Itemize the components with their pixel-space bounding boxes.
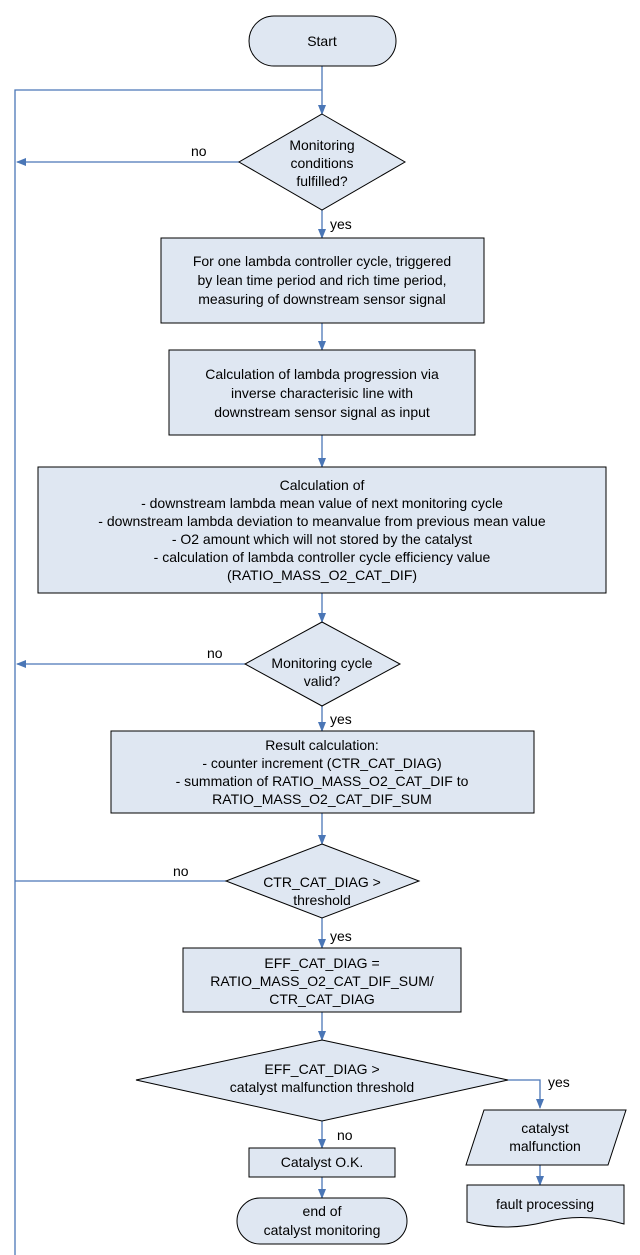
step-result-line-2: - counter increment (CTR_CAT_DIAG) [202, 755, 441, 771]
step-eff-line-3: CTR_CAT_DIAG [269, 991, 375, 1007]
step-catalyst-ok: Catalyst O.K. [248, 1147, 396, 1178]
step-result: Result calculation: - counter increment … [110, 730, 535, 814]
yes-label-3: yes [330, 928, 352, 944]
step-calc-line-6: (RATIO_MASS_O2_CAT_DIF) [227, 567, 417, 583]
decision-cycle-line-1: Monitoring cycle [271, 655, 372, 671]
step-result-line-1: Result calculation: [265, 737, 379, 753]
decision-ctr-line-2: threshold [293, 892, 351, 908]
decision-ctr-threshold: CTR_CAT_DIAG > threshold [224, 843, 421, 919]
decision-monitoring-line-1: Monitoring [289, 137, 354, 153]
step-result-line-3: - summation of RATIO_MASS_O2_CAT_DIF to [176, 773, 469, 789]
start-terminal: Start [248, 15, 397, 67]
step-eff-line-1: EFF_CAT_DIAG = [264, 955, 379, 971]
decision-monitoring-line-2: conditions [290, 155, 353, 171]
step-calc-line-3: - downstream lambda deviation to meanval… [98, 513, 546, 529]
step-measure-line-2: by lean time period and rich time period… [197, 272, 446, 288]
decision-eff-threshold: EFF_CAT_DIAG > catalyst malfunction thre… [135, 1039, 509, 1122]
decision-cycle-line-2: valid? [304, 673, 341, 689]
step-calc-line-1: Calculation of [280, 477, 365, 493]
start-label: Start [307, 33, 337, 49]
decision-cycle-valid: Monitoring cycle valid? [243, 621, 402, 707]
step-eff-calculation: EFF_CAT_DIAG = RATIO_MASS_O2_CAT_DIF_SUM… [182, 947, 462, 1013]
yes-label-4: yes [548, 1074, 570, 1090]
loop-back-line [14, 89, 322, 1255]
no-label-1: no [191, 143, 207, 159]
end-terminal: end of catalyst monitoring [236, 1197, 408, 1245]
step-progression-line-1: Calculation of lambda progression via [205, 366, 439, 382]
step-measure: For one lambda controller cycle, trigger… [160, 237, 485, 324]
step-calc-line-2: - downstream lambda mean value of next m… [141, 495, 503, 511]
malfunction-line-1: catalyst [521, 1120, 569, 1136]
yes-label-1: yes [330, 216, 352, 232]
end-line-1: end of [303, 1203, 342, 1219]
step-result-line-4: RATIO_MASS_O2_CAT_DIF_SUM [212, 791, 432, 807]
decision-ctr-line-1: CTR_CAT_DIAG > [263, 874, 381, 890]
step-measure-line-3: measuring of downstream sensor signal [198, 291, 445, 307]
step-progression-line-2: inverse characterisic line with [231, 385, 413, 401]
no-label-4: no [337, 1127, 353, 1143]
end-line-2: catalyst monitoring [264, 1222, 381, 1238]
no-label-2: no [207, 645, 223, 661]
arrow-decision4-yes [508, 1079, 544, 1109]
step-eff-line-2: RATIO_MASS_O2_CAT_DIF_SUM/ [210, 973, 434, 989]
step-ok-label: Catalyst O.K. [281, 1154, 363, 1170]
decision-monitoring-conditions: Monitoring conditions fulfilled? [238, 113, 406, 211]
decision-eff-line-1: EFF_CAT_DIAG > [264, 1061, 379, 1077]
step-calculation: Calculation of - downstream lambda mean … [37, 466, 607, 594]
catalyst-malfunction: catalyst malfunction [465, 1109, 627, 1166]
step-calc-line-5: - calculation of lambda controller cycle… [154, 549, 491, 565]
malfunction-line-2: malfunction [509, 1138, 581, 1154]
decision-eff-line-2: catalyst malfunction threshold [230, 1079, 414, 1095]
step-lambda-progression: Calculation of lambda progression via in… [168, 349, 476, 436]
fault-label: fault processing [496, 1196, 594, 1212]
step-progression-line-3: downstream sensor signal as input [214, 404, 430, 420]
connectors [14, 66, 544, 1255]
step-calc-line-4: - O2 amount which will not stored by the… [172, 531, 472, 547]
step-measure-line-1: For one lambda controller cycle, trigger… [193, 253, 451, 269]
decision-monitoring-line-3: fulfilled? [296, 173, 348, 189]
fault-processing: fault processing [466, 1184, 625, 1228]
no-label-3: no [173, 863, 189, 879]
yes-label-2: yes [330, 711, 352, 727]
